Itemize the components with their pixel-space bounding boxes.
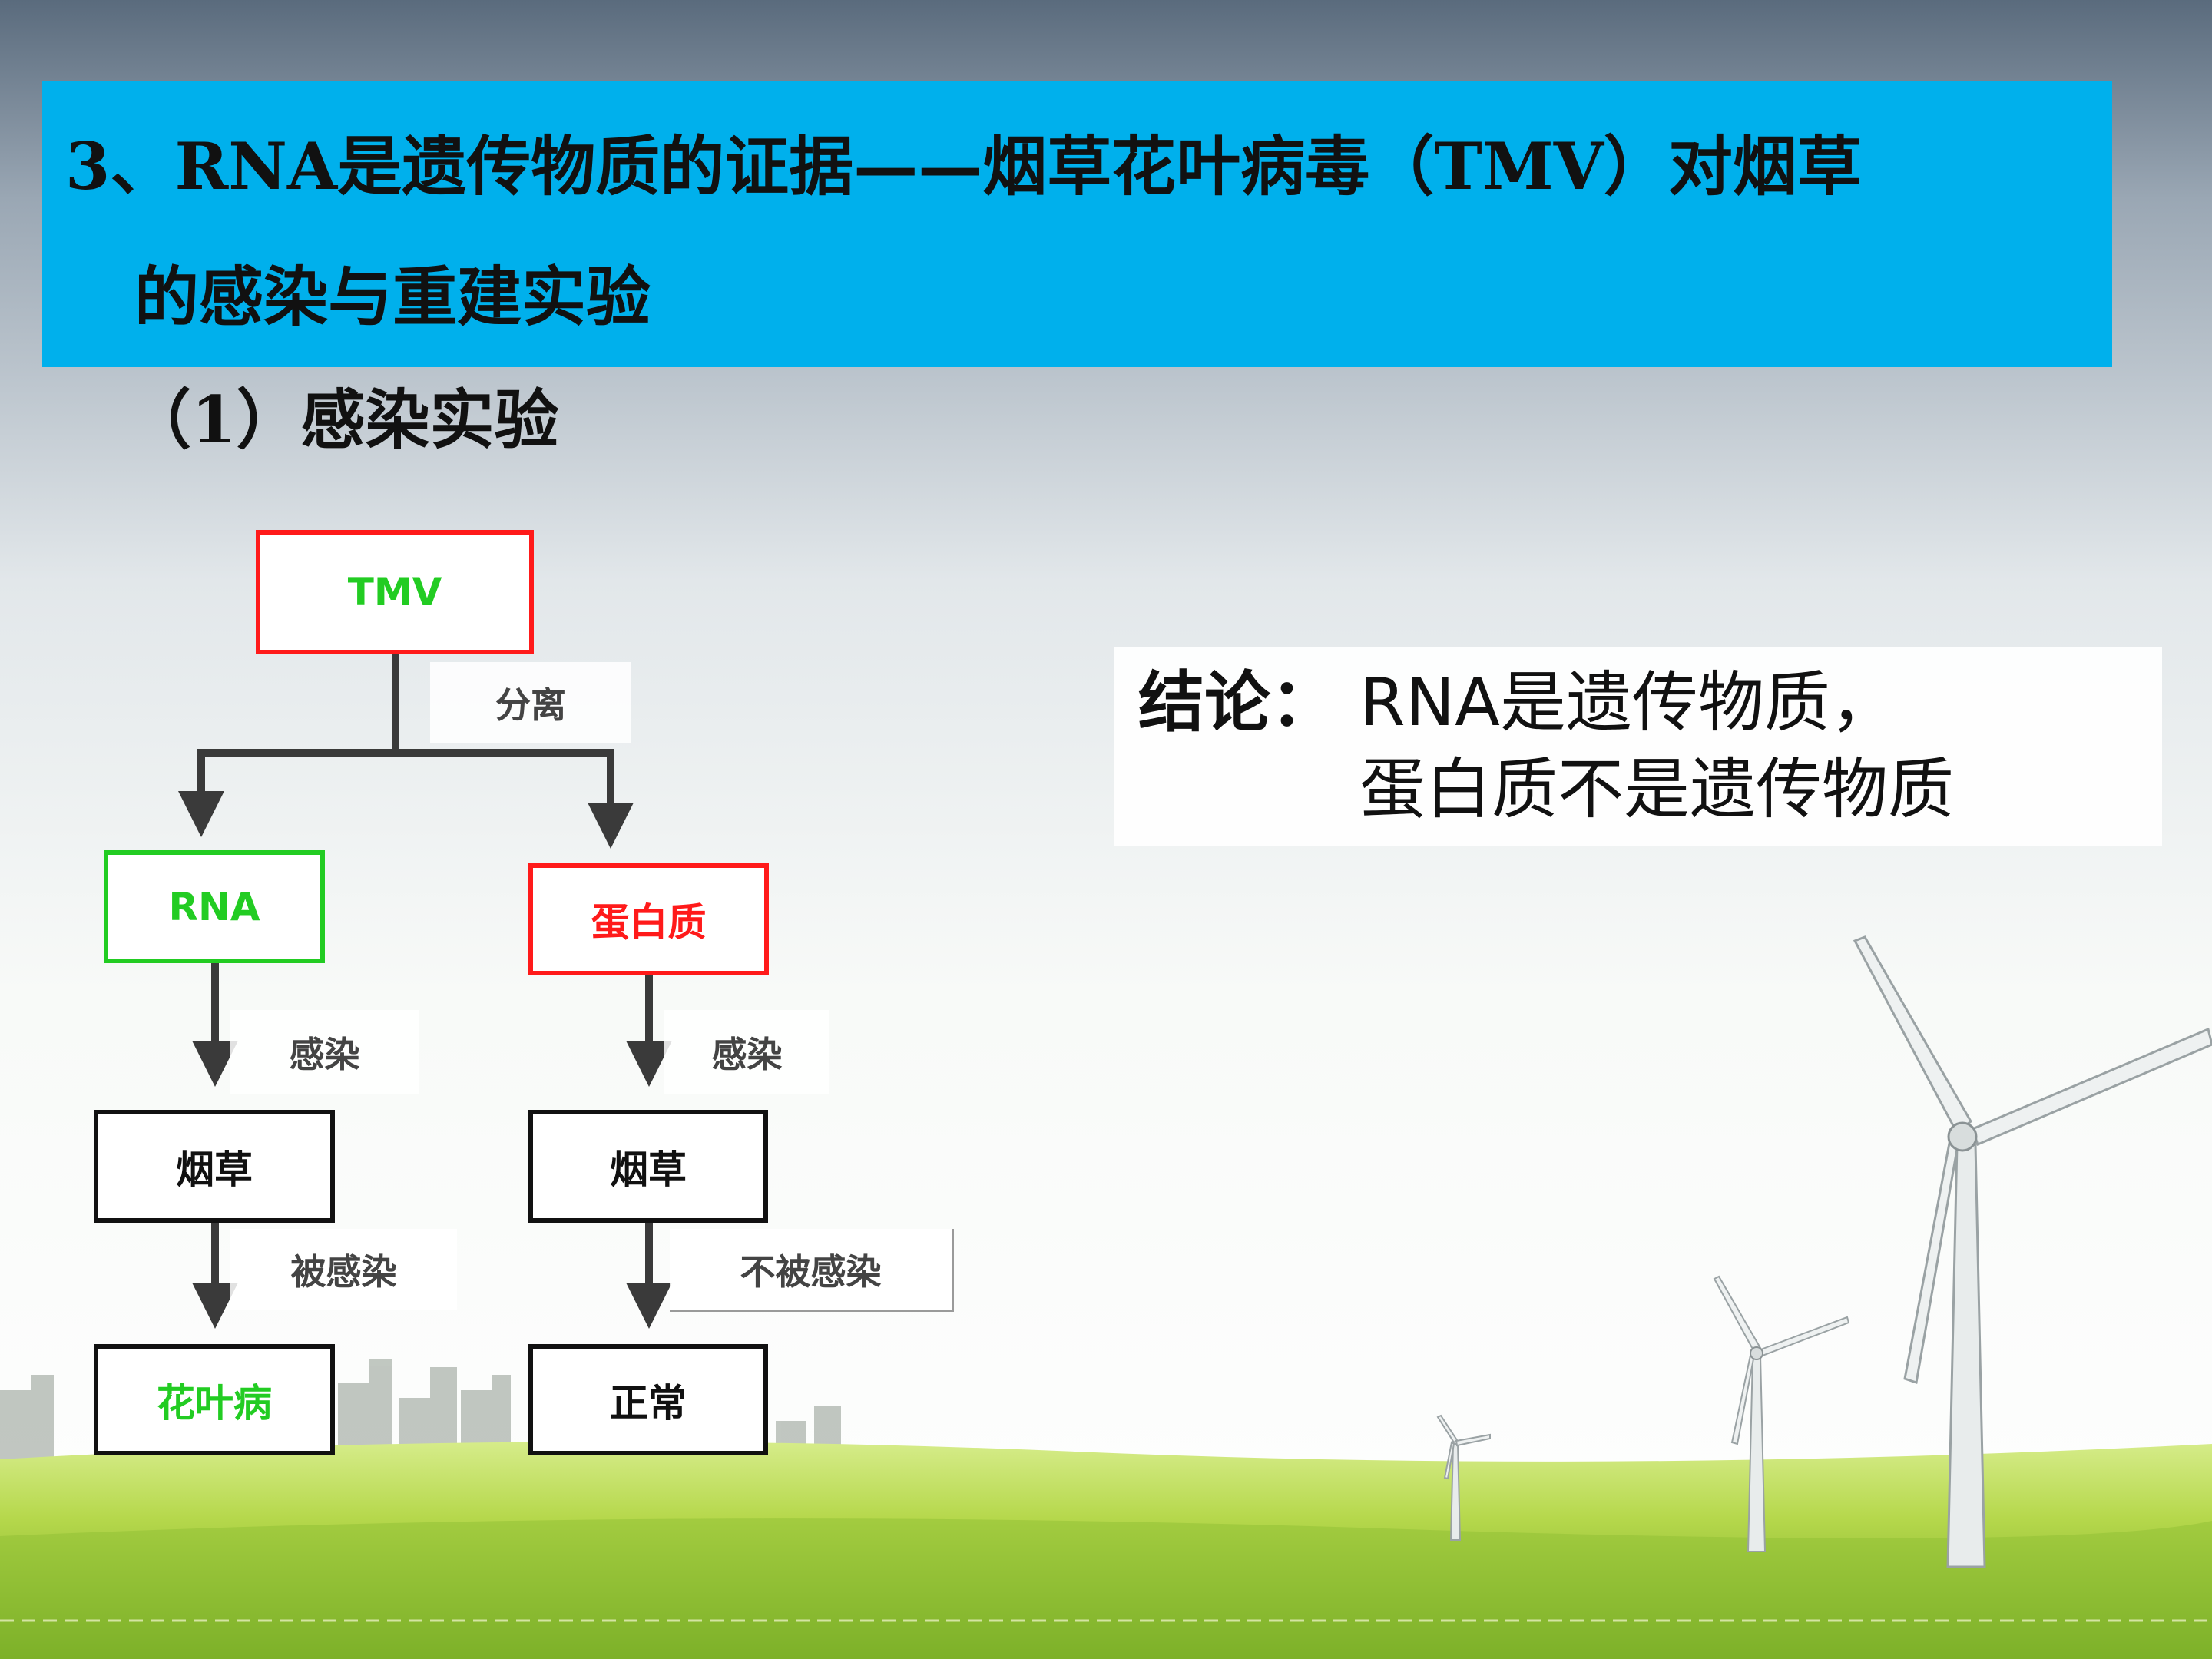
connector-split-right xyxy=(396,749,634,849)
conclusion-panel xyxy=(1114,647,2162,846)
node-normal: 正常 xyxy=(528,1344,768,1455)
edge-label-infect-left: 感染 xyxy=(230,1010,419,1094)
edge-label-infect-right: 感染 xyxy=(664,1010,830,1094)
node-protein: 蛋白质 xyxy=(528,863,769,975)
node-tmv: TMV xyxy=(256,530,534,654)
node-tobacco-left: 烟草 xyxy=(94,1110,335,1223)
wind-turbine-small-icon xyxy=(1436,1414,1491,1541)
edge-label-infected: 被感染 xyxy=(230,1229,457,1310)
conclusion-line-1: RNA是遗传物质， xyxy=(1359,664,1896,741)
section-subtitle: （1）感染实验 xyxy=(127,382,559,458)
wind-turbine-medium-icon xyxy=(1713,1275,1850,1552)
slide-title-line-1: 3、RNA是遗传物质的证据——烟草花叶病毒（TMV）对烟草 xyxy=(65,128,1862,204)
node-mosaic-disease: 花叶病 xyxy=(94,1344,335,1455)
edge-label-not-infected: 不被感染 xyxy=(670,1229,954,1312)
node-tobacco-right: 烟草 xyxy=(528,1110,768,1223)
slide-title-line-2: 的感染与重建实验 xyxy=(134,259,651,335)
wind-turbine-large-icon xyxy=(1853,935,2212,1568)
conclusion-line-2: 蛋白质不是遗传物质 xyxy=(1359,751,1954,828)
title-banner xyxy=(42,81,2112,367)
conclusion-heading: 结论： xyxy=(1138,664,1336,741)
connector-split-left xyxy=(178,749,396,837)
node-rna: RNA xyxy=(104,850,325,963)
edge-label-separate: 分离 xyxy=(430,662,631,743)
